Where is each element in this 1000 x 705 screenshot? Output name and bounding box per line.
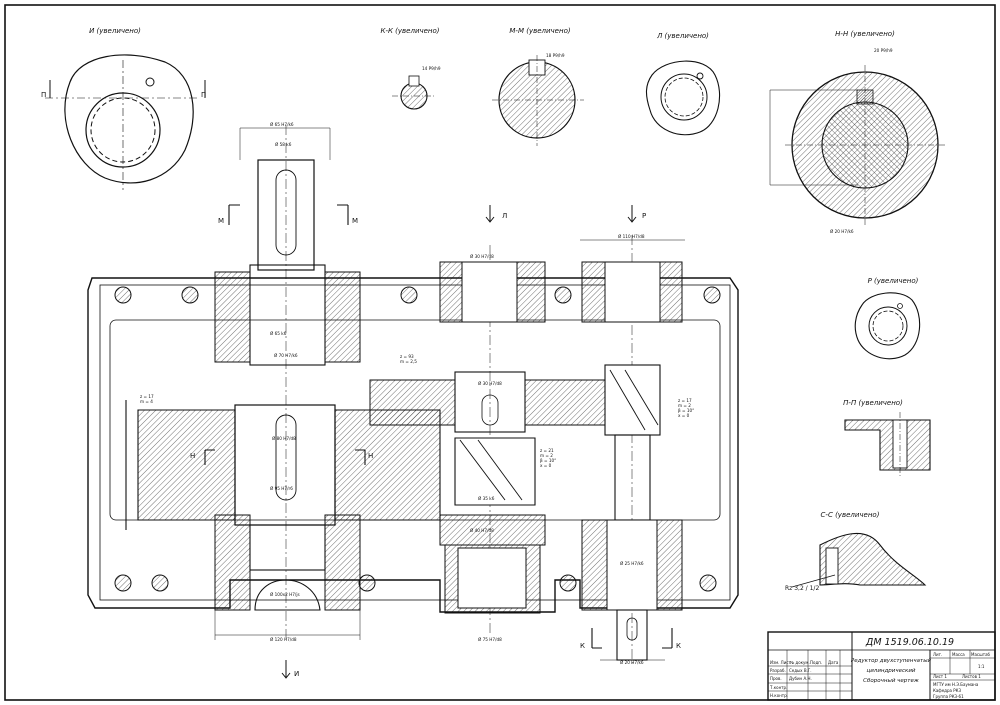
section-mark-l: Л — [502, 212, 507, 220]
detail-view-ss: С-С (увеличено) Rz 3,2 / 1/2 — [785, 511, 927, 592]
view-title-mm: М-М (увеличено) — [509, 27, 570, 35]
dim-key-mm: 18 P9/h9 — [546, 53, 565, 58]
view-title-l: Л (увеличено) — [656, 32, 709, 40]
dim-input-bearing: Ø 25 H7/k6 — [620, 561, 644, 566]
detail-view-mm: М-М (увеличено) 18 P9/h9 — [492, 27, 584, 146]
dim-input-end: Ø 20 H7/k6 — [620, 660, 644, 665]
dim-input-top: Ø 110 H7/d8 — [618, 234, 645, 239]
section-mark-i: И — [294, 670, 299, 678]
col-doc: № докум. — [790, 660, 810, 665]
section-mark-m-right: М — [352, 217, 358, 225]
col-sign: Подп. — [810, 660, 822, 665]
role-razrab: Разраб. — [770, 668, 786, 673]
detail-view-kk: К-К (увеличено) 14 P9/h9 — [380, 27, 441, 110]
view-title-i: И (увеличено) — [89, 27, 141, 35]
view-title-pp: П-П (увеличено) — [843, 399, 903, 407]
detail-view-nn: Н-Н (увеличено) 20 P9/h9 Ø 20 H7/k6 — [769, 30, 945, 234]
scale-label: Масштаб — [971, 652, 991, 657]
section-mark-m-left: М — [218, 217, 224, 225]
drawing-title-line2: цилиндрический — [866, 668, 915, 674]
section-markers: М М Л Р Н Н К К И — [190, 204, 681, 679]
view-title-nn: Н-Н (увеличено) — [835, 30, 895, 38]
dim-output-bottom: Ø 100x2 H7/js — [270, 592, 300, 597]
mass-label: Масса — [952, 652, 965, 657]
detail-view-i: И (увеличено) П П — [41, 27, 206, 190]
name-prov: Дубин А.Н. — [789, 676, 812, 681]
dim-output-cap: Ø 120 H7/d8 — [270, 637, 297, 642]
view-title-kk: К-К (увеличено) — [380, 27, 439, 35]
dim-output-shaft-end: Ø 58 k6 — [275, 142, 292, 147]
main-assembly-view: Ø 65 H7/k6 Ø 58 k6 Ø 65 k6 Ø 70 H7/k6 Ø … — [87, 122, 739, 679]
dim-key-nn: 20 P9/h9 — [874, 48, 893, 53]
sheet-frame — [4, 4, 996, 701]
dim-intermediate-gear: Ø 30 H7/d8 — [478, 381, 502, 386]
thread-note: Rz 3,2 / 1/2 — [785, 585, 819, 592]
name-razrab: Седых В.Г. — [789, 668, 812, 673]
view-title-ss: С-С (увеличено) — [821, 511, 880, 519]
role-prov: Пров. — [770, 676, 782, 681]
dim-output-body: Ø 70 H7/k6 — [274, 353, 298, 358]
section-mark-n-left: Н — [190, 452, 195, 460]
detail-view-l: Л (увеличено) — [645, 32, 721, 136]
role-izm: Изм. Лист — [770, 660, 791, 665]
section-mark-k-right: К — [676, 642, 681, 650]
section-mark-k-left: К — [580, 642, 585, 650]
dim-output-shaft-top: Ø 65 H7/k6 — [270, 122, 294, 127]
lit-label: Лит. — [933, 652, 942, 657]
section-mark-n-right: Н — [368, 452, 373, 460]
title-block: ДМ 1519.06.10.19 Редуктор двухступенчаты… — [767, 631, 996, 701]
scale-value: 1:1 — [978, 664, 985, 669]
output-shaft-assembly: Ø 65 H7/k6 Ø 58 k6 Ø 65 k6 Ø 70 H7/k6 Ø … — [125, 122, 441, 642]
dim-nn-bottom: Ø 20 H7/k6 — [830, 229, 854, 234]
section-mark-r: Р — [642, 212, 646, 220]
housing-bolt-holes — [114, 286, 721, 592]
org-line3: Группа РК3-61 — [933, 694, 964, 699]
detail-view-pp: П-П (увеличено) — [843, 399, 931, 478]
dim-intermediate-cover: Ø 75 H7/d8 — [478, 637, 502, 642]
detail-view-r: Р (увеличено) — [854, 277, 921, 360]
dim-key-kk: 14 P9/h9 — [422, 66, 441, 71]
dim-output-bearing: Ø 65 k6 — [270, 331, 287, 336]
sheet-label: Лист 1 — [933, 674, 947, 679]
sheets-label: Листов 1 — [962, 674, 981, 679]
org-line2: Кафедра РК3 — [933, 688, 961, 693]
dim-intermediate-bearing: Ø 40 H7/d8 — [470, 528, 494, 533]
drawing-code: ДМ 1519.06.10.19 — [865, 637, 954, 648]
col-date: Дата — [828, 660, 839, 665]
section-mark-p-left: П — [41, 91, 46, 99]
dim-intermediate-pinion: Ø 35 k6 — [478, 496, 495, 501]
view-title-r: Р (увеличено) — [868, 277, 919, 285]
dim-output-gear-bore: Ø 95 H7/r6 — [270, 486, 293, 491]
section-mark-p-right: П — [201, 91, 206, 99]
org-line1: МГТУ им Н.Э.Баумана — [933, 682, 979, 687]
drawing-title-line3: Сборочный чертеж — [863, 678, 919, 684]
dim-intermediate-top: Ø 30 H7/d8 — [470, 254, 494, 259]
role-tkontr: Т.контр. — [769, 685, 787, 690]
role-nkontr: Н.контр. — [770, 693, 788, 698]
dim-output-gear-hub: Ø 80 H7/d8 — [272, 436, 296, 441]
drawing-title-line1: Редуктор двухступенчатый — [851, 658, 932, 664]
